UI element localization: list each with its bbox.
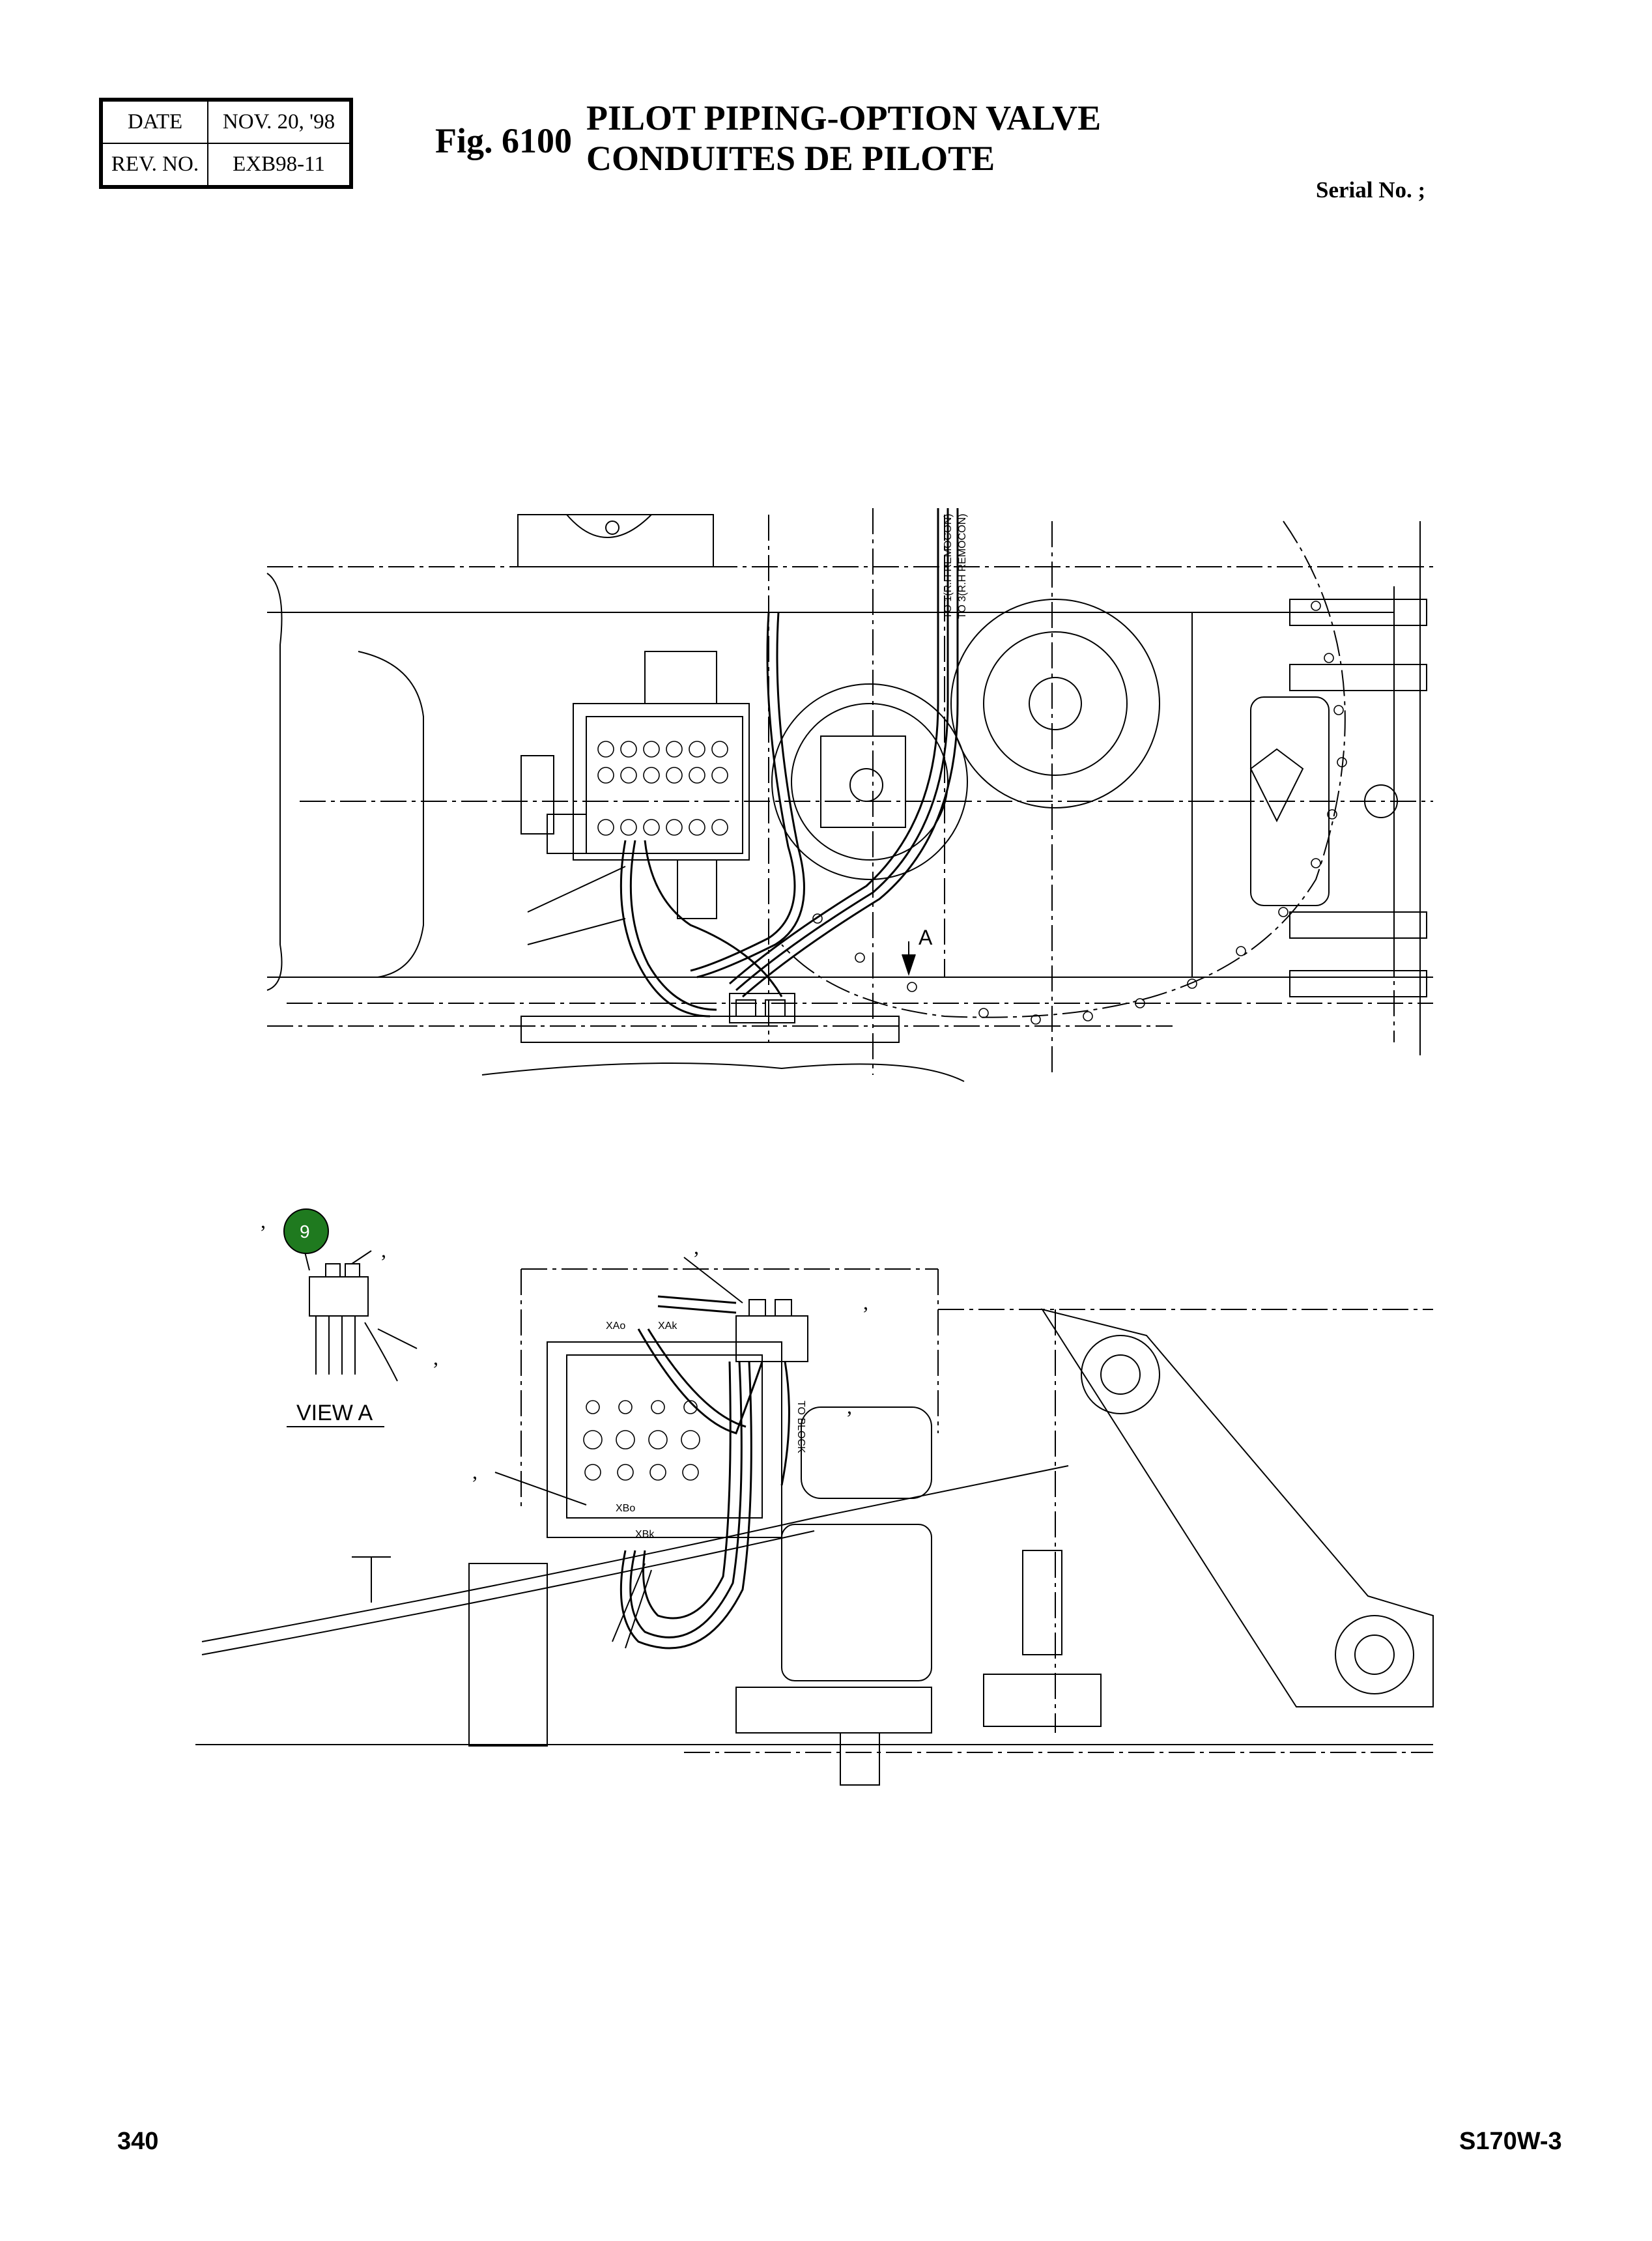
view-a-detail <box>287 1231 418 1427</box>
port-label-xao: XAo <box>606 1320 625 1332</box>
view-a-caption: VIEW A <box>296 1401 373 1425</box>
rev-label: REV. NO. <box>102 143 208 186</box>
leader-comma-6: , <box>847 1395 852 1418</box>
route-note-block: TO BLOCK <box>795 1401 806 1453</box>
page-number: 340 <box>117 2128 159 2155</box>
callout-number: 9 <box>300 1221 310 1242</box>
port-label-xbk: XBk <box>635 1529 655 1540</box>
route-note-1: TO 1(R.H REMOCON) <box>943 514 954 619</box>
page-title-french: CONDUITES DE PILOTE <box>586 139 995 178</box>
port-label-xbo: XBo <box>616 1503 635 1514</box>
leader-comma-7: , <box>472 1460 477 1483</box>
model-code: S170W-3 <box>1459 2128 1562 2155</box>
leader-comma-4: , <box>694 1235 699 1259</box>
revision-table: DATE NOV. 20, '98 REV. NO. EXB98-11 <box>99 98 353 189</box>
date-label: DATE <box>102 100 208 144</box>
leader-comma-2: , <box>381 1238 386 1262</box>
serial-number-label: Serial No. ; <box>1316 177 1426 203</box>
rev-value: EXB98-11 <box>207 143 350 186</box>
leader-comma-3: , <box>433 1346 438 1369</box>
port-label-xak: XAk <box>658 1320 677 1332</box>
date-value: NOV. 20, '98 <box>207 100 350 144</box>
leader-comma-1: , <box>261 1209 266 1233</box>
leader-comma-5: , <box>863 1291 868 1314</box>
page-title-english: PILOT PIPING-OPTION VALVE <box>586 98 1102 137</box>
view-arrow-label: A <box>919 926 933 949</box>
figure-number: Fig. 6100 <box>435 121 572 160</box>
top-view <box>266 508 1433 1082</box>
side-view <box>195 1257 1434 1786</box>
route-note-2: TO 3(R.H REMOCON) <box>957 514 968 619</box>
callout-badge <box>283 1208 329 1254</box>
